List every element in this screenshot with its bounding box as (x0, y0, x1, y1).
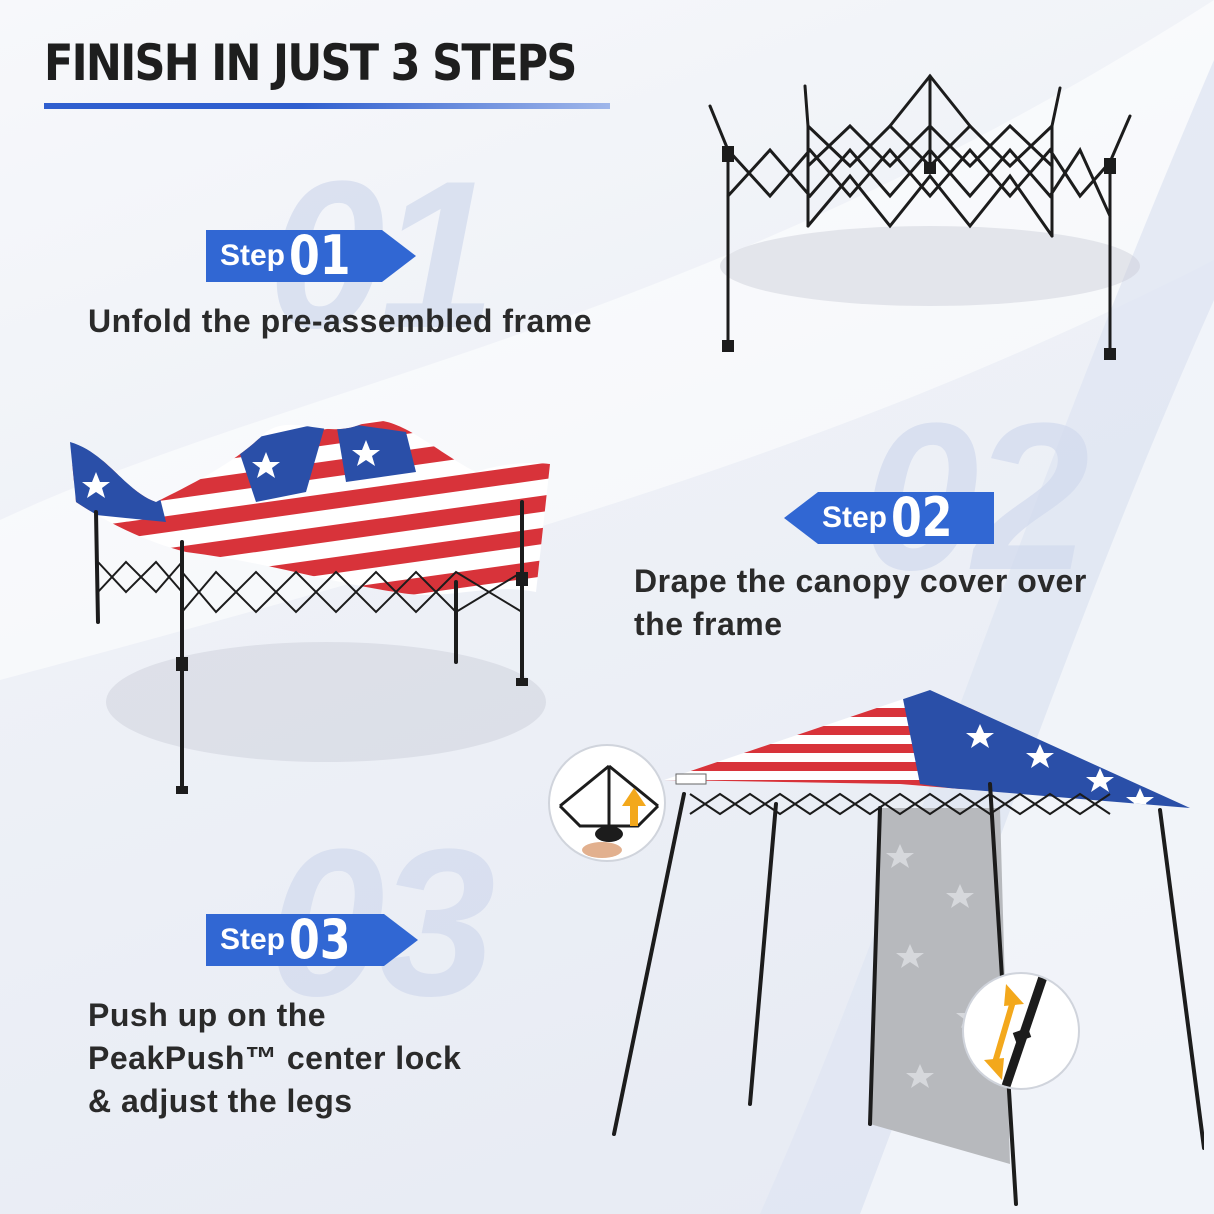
step-3-number: 03 (289, 908, 351, 971)
step-3-description-line-1: Push up on the (88, 997, 327, 1033)
draped-canopy-image (70, 420, 550, 794)
step-3-description-line-3: & adjust the legs (88, 1083, 353, 1119)
step-2-description: Drape the canopy cover over the frame (634, 560, 1087, 646)
step-2-word: Step (822, 501, 888, 534)
double-arrow-icon (984, 984, 1024, 1080)
step-3-word: Step (220, 923, 286, 956)
step-2-badge: Step 02 (784, 492, 994, 544)
step-1-badge: Step 01 (206, 230, 416, 282)
frame-image (708, 73, 1140, 360)
step-1-description: Unfold the pre-assembled frame (88, 303, 592, 339)
title-underline (44, 103, 610, 109)
step-1-number: 01 (289, 224, 351, 287)
step-3-description: Push up on the PeakPush™ center lock & a… (88, 994, 461, 1123)
center-lock-inset (548, 744, 666, 862)
step-2-description-line-1: Drape the canopy cover over (634, 563, 1087, 599)
step-2-description-line-2: the frame (634, 606, 783, 642)
step-3-description-line-2: PeakPush™ center lock (88, 1040, 462, 1076)
leg-adjust-inset (962, 972, 1080, 1090)
page-title: FINISH IN JUST 3 STEPS (44, 34, 577, 92)
step-3-badge: Step 03 (206, 914, 418, 966)
finished-canopy-image (612, 690, 1204, 1206)
step-2-number: 02 (891, 486, 953, 549)
step-1-word: Step (220, 239, 286, 272)
arrow-up-icon (622, 788, 646, 826)
